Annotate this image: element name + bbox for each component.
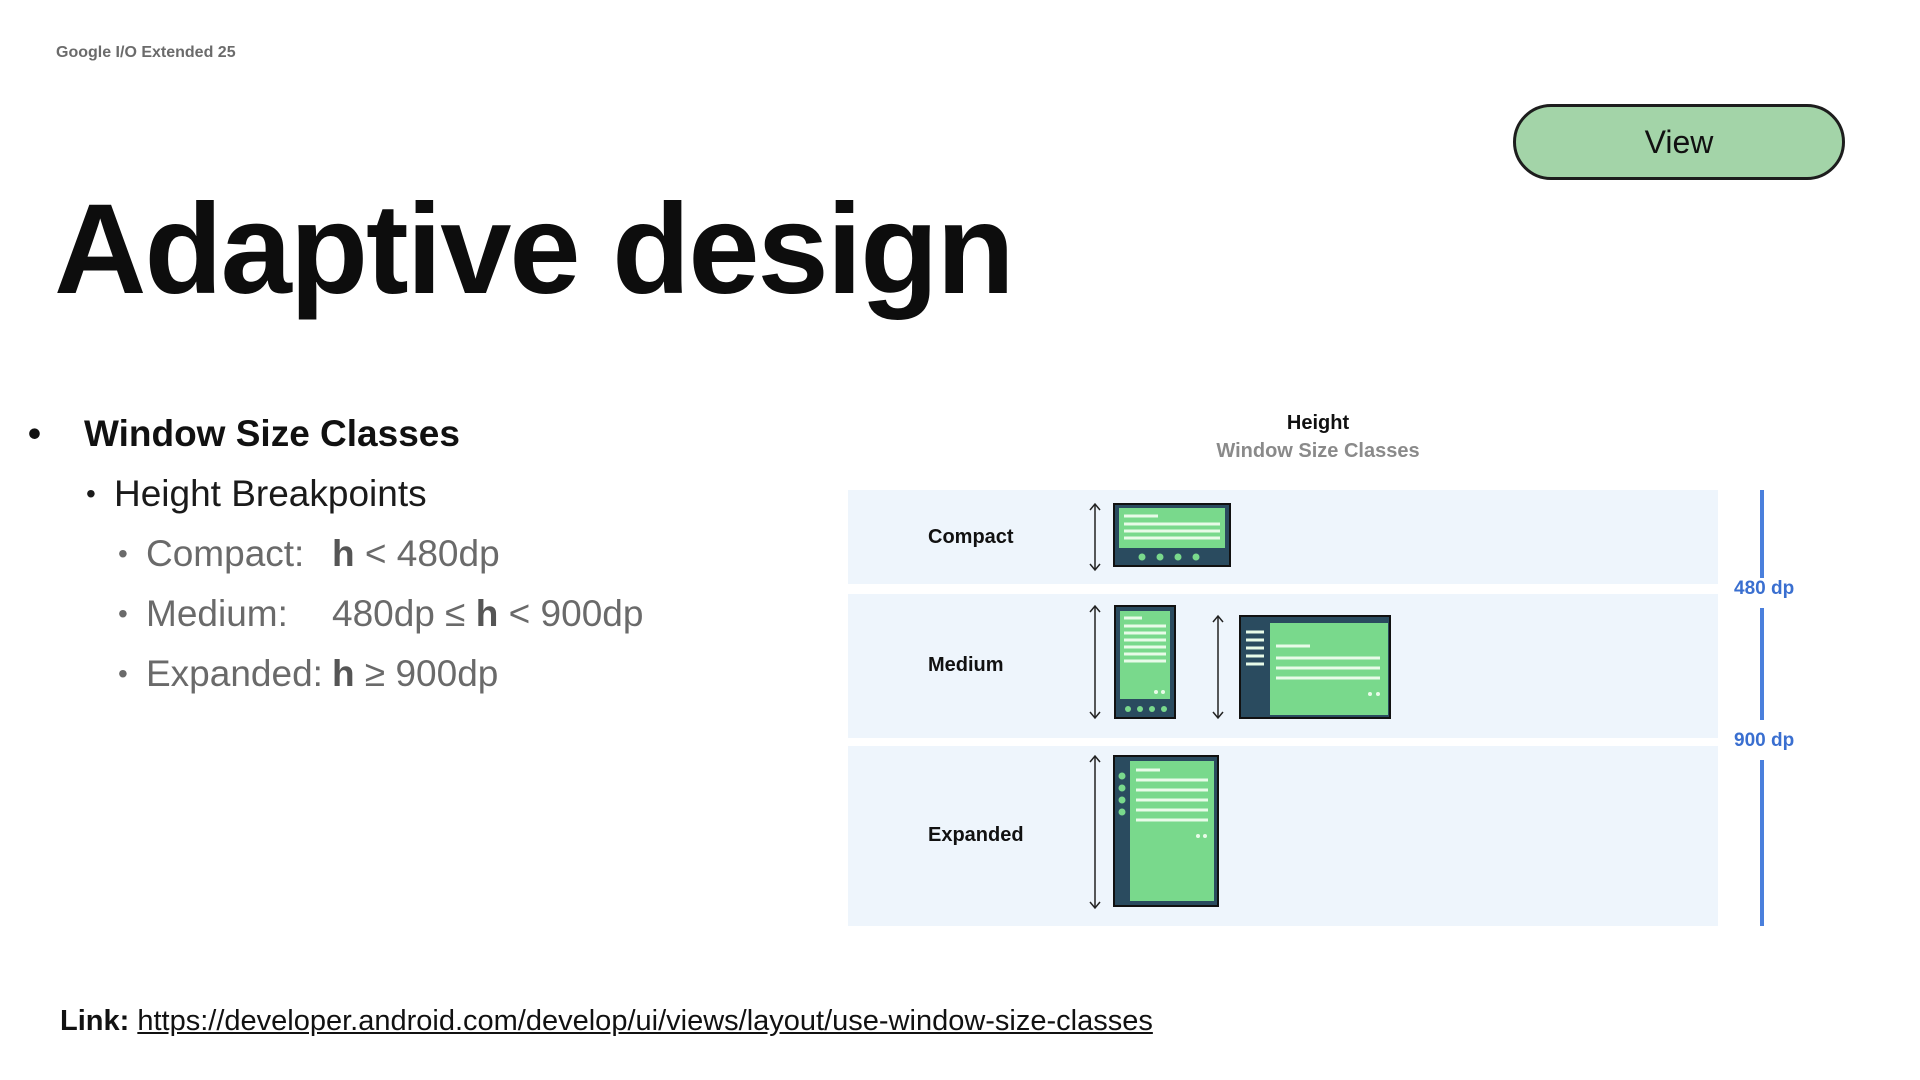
bullet-dot: • bbox=[118, 658, 128, 689]
footer-link-line: Link: https://developer.android.com/deve… bbox=[60, 1005, 1153, 1038]
bullet-dot: • bbox=[86, 478, 96, 509]
bullet-post: < 900dp bbox=[498, 593, 644, 634]
bullet-compact: • Compact: h < 480dp bbox=[56, 530, 643, 590]
bullet-label: Expanded: bbox=[146, 653, 323, 694]
window-size-class-diagram: Height Window Size Classes Compact Mediu… bbox=[848, 410, 1848, 930]
view-button[interactable]: View bbox=[1513, 104, 1845, 180]
bullet-dot: • bbox=[118, 598, 128, 629]
link-label: Link: bbox=[60, 1005, 130, 1037]
bullet-dot: • bbox=[118, 538, 128, 569]
bullet-h: h bbox=[475, 593, 499, 634]
page-title: Adaptive design bbox=[54, 178, 1015, 321]
expanded-tablet-icon bbox=[1113, 755, 1219, 907]
bullet-level1-text: Window Size Classes bbox=[84, 413, 460, 454]
diagram-title: Height bbox=[1286, 412, 1350, 434]
bullet-h: h bbox=[332, 653, 355, 694]
expanded-label: Expanded bbox=[928, 824, 1024, 846]
diagram-subtitle: Window Size Classes bbox=[1216, 440, 1420, 462]
bullet-label: Compact: bbox=[146, 533, 305, 574]
event-label: Google I/O Extended 25 bbox=[56, 44, 236, 61]
medium-tablet-icon bbox=[1239, 615, 1391, 719]
bullet-medium: • Medium: 480dp ≤ h < 900dp bbox=[56, 590, 643, 650]
scale-line-middle bbox=[1760, 608, 1764, 720]
bullet-expanded: • Expanded:h ≥ 900dp bbox=[56, 650, 643, 710]
bullet-label: Medium: bbox=[146, 593, 288, 634]
height-arrows bbox=[1089, 502, 1224, 910]
bullet-h: h bbox=[332, 533, 355, 574]
bullet-post: ≥ 900dp bbox=[354, 653, 499, 694]
scale-line-bottom bbox=[1760, 760, 1764, 926]
expanded-band: Expanded bbox=[848, 746, 1718, 926]
diagram-graphics bbox=[1089, 502, 1391, 910]
docs-link[interactable]: https://developer.android.com/develop/ui… bbox=[137, 1005, 1153, 1037]
breakpoint-480-label: 480 dp bbox=[1734, 578, 1795, 599]
bullet-level2-text: Height Breakpoints bbox=[114, 473, 427, 514]
compact-label: Compact bbox=[928, 526, 1014, 548]
bullet-level1: • Window Size Classes bbox=[28, 410, 643, 470]
bullet-dot: • bbox=[28, 413, 41, 454]
bullet-pre: 480dp ≤ bbox=[332, 593, 476, 634]
scale-line-top bbox=[1760, 490, 1764, 578]
compact-device-icon bbox=[1113, 503, 1231, 567]
medium-phone-icon bbox=[1114, 605, 1176, 719]
bullet-post: < 480dp bbox=[354, 533, 500, 574]
bullet-list: • Window Size Classes • Height Breakpoin… bbox=[28, 410, 643, 710]
medium-label: Medium bbox=[928, 654, 1004, 676]
bullet-level2: • Height Breakpoints bbox=[56, 470, 643, 530]
breakpoint-900-label: 900 dp bbox=[1734, 730, 1795, 751]
compact-band: Compact bbox=[848, 490, 1718, 584]
